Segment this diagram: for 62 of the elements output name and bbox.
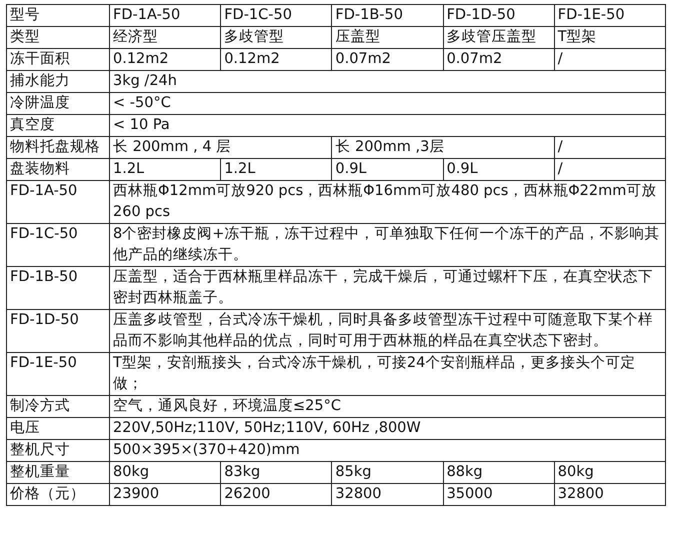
spec-value: 1.2L [110, 158, 221, 180]
spec-value: 0.9L [443, 158, 554, 180]
spec-value: < -50°C [110, 92, 666, 114]
spec-value: 0.07m2 [332, 48, 444, 70]
row-label: 制冷方式 [6, 396, 110, 418]
row-label: 类型 [6, 26, 110, 48]
spec-value: T型架，安剖瓶接头，台式冷冻干燥机，可接24个安剖瓶样品，更多接头个可定做； [110, 352, 666, 396]
spec-value: 长 200mm ,3层 [332, 136, 554, 158]
row-label: FD-1B-50 [6, 266, 110, 310]
row-label: 冻干面积 [6, 48, 110, 70]
spec-value: 80kg [110, 462, 221, 484]
model-header: FD-1E-50 [554, 4, 666, 26]
spec-value: / [554, 136, 666, 158]
row-label: 捕水能力 [6, 70, 110, 92]
row-label: 冷阱温度 [6, 92, 110, 114]
spec-value: 0.9L [332, 158, 444, 180]
spec-value: < 10 Pa [110, 114, 666, 136]
spec-value: 压盖型 [332, 26, 444, 48]
model-header: FD-1A-50 [110, 4, 221, 26]
spec-value: 0.12m2 [220, 48, 332, 70]
spec-value: 83kg [220, 462, 332, 484]
row-label: FD-1D-50 [6, 310, 110, 352]
spec-value: 多歧管压盖型 [443, 26, 554, 48]
spec-value: 压盖多歧管型，台式冷冻干燥机，同时具备多歧管型冻干过程中可随意取下某个样品而不影响其他样品的优点，同时可用于西林瓶的样品在真空状态下密封。 [110, 310, 666, 352]
spec-value: 220V,50Hz;110V, 50Hz;110V, 60Hz ,800W [110, 418, 666, 440]
row-label: 电压 [6, 418, 110, 440]
row-label: 价格（元） [6, 484, 110, 506]
row-label: FD-1A-50 [6, 180, 110, 224]
spec-value: 32800 [554, 484, 666, 506]
row-label: 物料托盘规格 [6, 136, 110, 158]
row-label: 真空度 [6, 114, 110, 136]
spec-value: 88kg [443, 462, 554, 484]
row-label: FD-1C-50 [6, 224, 110, 266]
model-header: FD-1D-50 [443, 4, 554, 26]
spec-value: 长 200mm , 4 层 [110, 136, 332, 158]
spec-value: 西林瓶Φ12mm可放920 pcs，西林瓶Φ16mm可放480 pcs，西林瓶Φ22mm可放260 pcs [110, 180, 666, 224]
row-label: 整机重量 [6, 462, 110, 484]
spec-value: T型架 [554, 26, 666, 48]
spec-value: 1.2L [220, 158, 332, 180]
spec-value: 23900 [110, 484, 221, 506]
spec-value: 26200 [220, 484, 332, 506]
row-label: FD-1E-50 [6, 352, 110, 396]
row-label: 盘装物料 [6, 158, 110, 180]
spec-value: 0.12m2 [110, 48, 221, 70]
model-header: FD-1C-50 [220, 4, 332, 26]
spec-value: 3kg /24h [110, 70, 666, 92]
spec-value: 32800 [332, 484, 444, 506]
spec-value: 多歧管型 [220, 26, 332, 48]
spec-value: 85kg [332, 462, 444, 484]
spec-value: 80kg [554, 462, 666, 484]
spec-value: 35000 [443, 484, 554, 506]
spec-value: 500×395×(370+420)mm [110, 440, 666, 462]
spec-value: 经济型 [110, 26, 221, 48]
spec-value: / [554, 48, 666, 70]
spec-value: 空气，通风良好，环境温度≤25°C [110, 396, 666, 418]
spec-value: 8个密封橡皮阀+冻干瓶，冻干过程中，可单独取下任何一个冻干的产品，不影响其他产品的继续冻干。 [110, 224, 666, 266]
spec-value: 压盖型，适合于西林瓶里样品冻干，完成干燥后，可通过螺杆下压，在真空状态下密封西林瓶盖子。 [110, 266, 666, 310]
spec-value: / [554, 158, 666, 180]
row-label: 型号 [6, 4, 110, 26]
spec-value: 0.07m2 [443, 48, 554, 70]
model-header: FD-1B-50 [332, 4, 444, 26]
row-label: 整机尺寸 [6, 440, 110, 462]
